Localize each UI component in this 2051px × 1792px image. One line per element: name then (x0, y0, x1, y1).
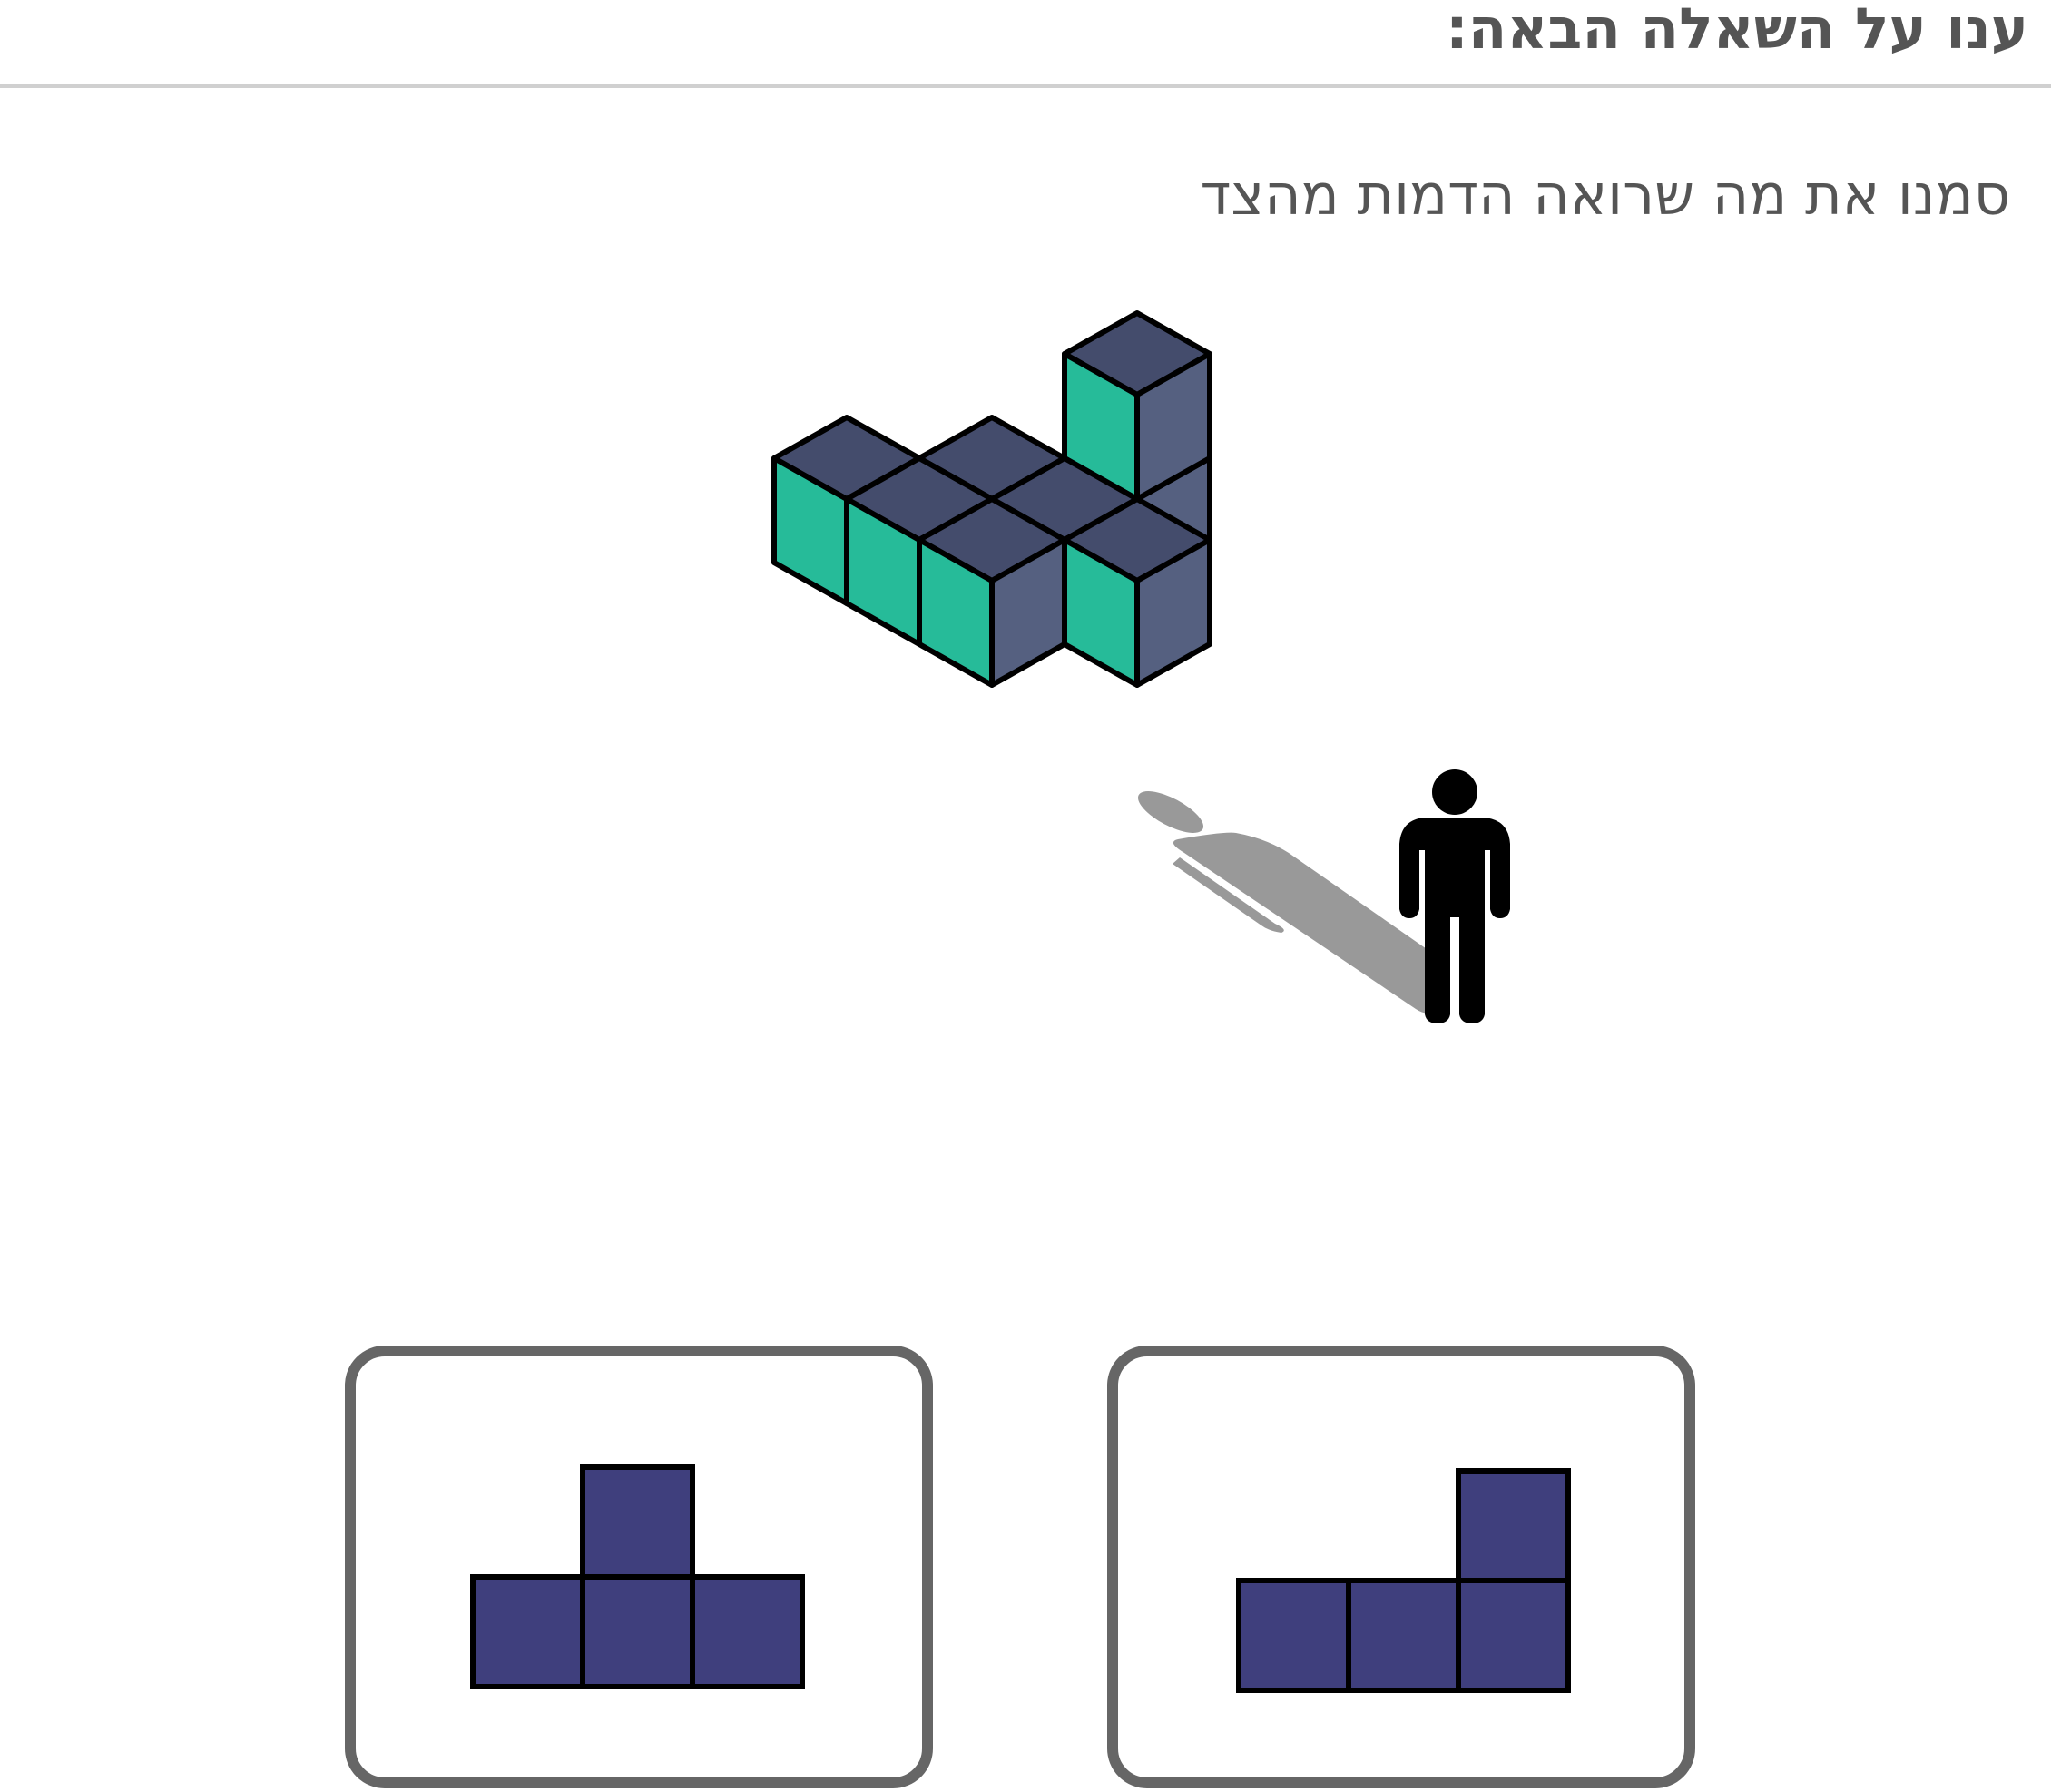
person-icon (1399, 769, 1510, 1023)
page-title: ענו על השאלה הבאה: (1445, 0, 2028, 62)
question-text: סמנו את מה שרואה הדמות מהצד (1200, 162, 2010, 228)
t-shape-side-view-icon (470, 1464, 805, 1689)
answer-option-1[interactable] (345, 1346, 933, 1788)
header-divider (0, 84, 2051, 88)
l-shape-side-view-icon (1236, 1468, 1571, 1693)
cube-structure-figure (771, 310, 1510, 1023)
person-shadow (1137, 791, 1438, 1014)
isometric-cubes (771, 310, 1212, 688)
answer-option-2[interactable] (1107, 1346, 1695, 1788)
